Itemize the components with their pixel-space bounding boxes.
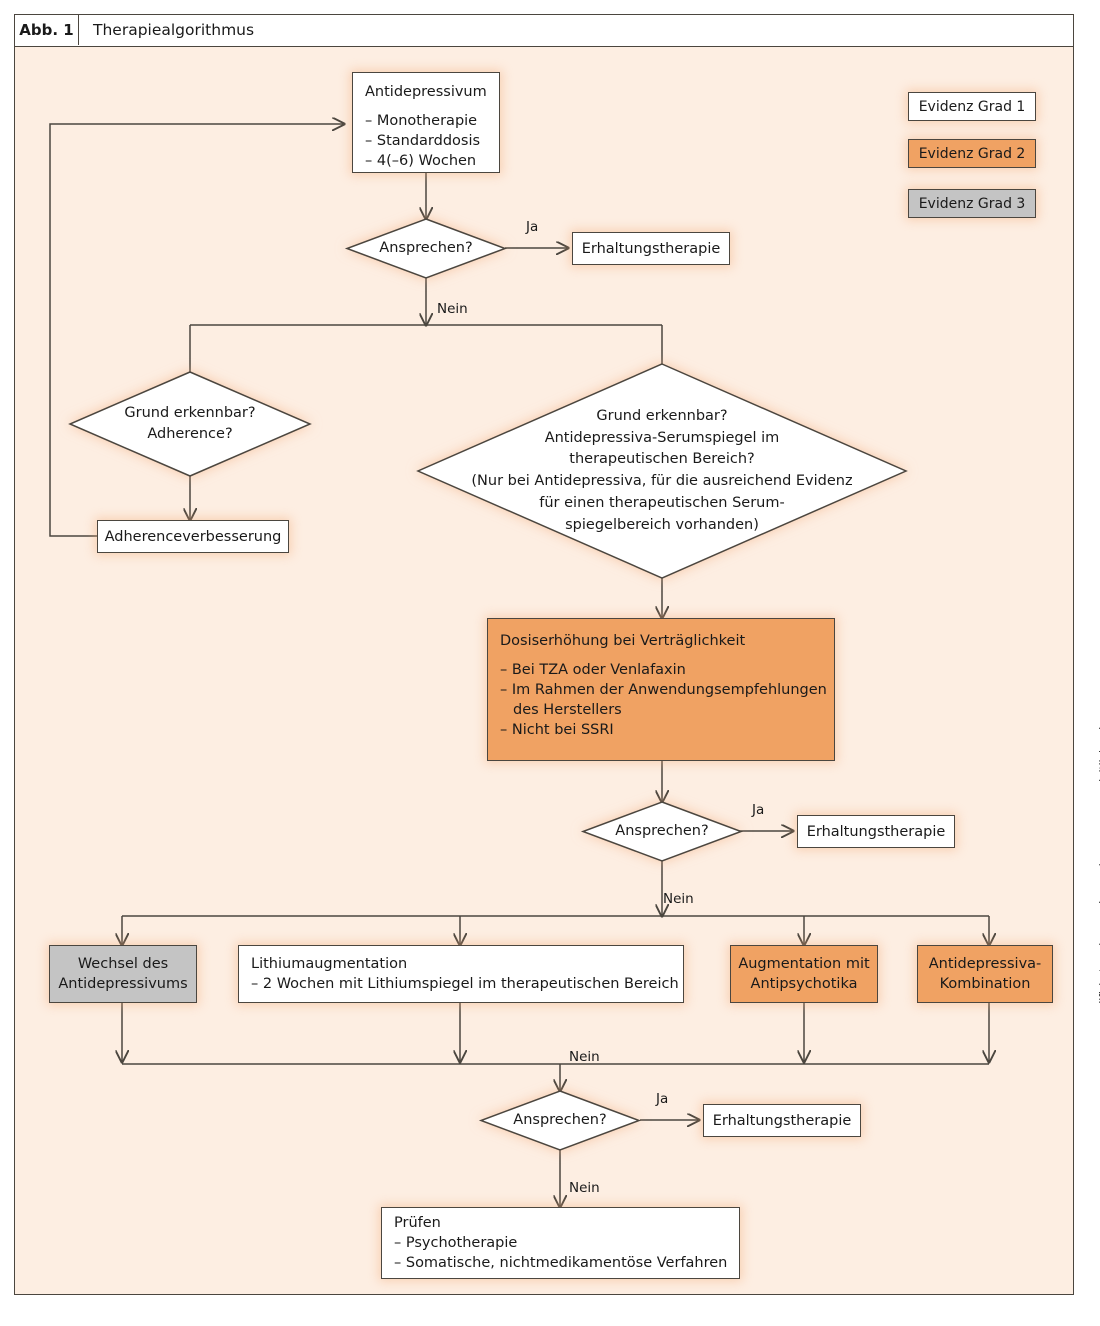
node-label-line: Antipsychotika xyxy=(750,976,858,992)
decision-label-line: Adherence? xyxy=(147,426,233,442)
decision-ansprechen-2: Ansprechen? xyxy=(580,801,744,862)
node-bullet: – 2 Wochen mit Lithiumspiegel im therape… xyxy=(251,976,679,992)
node-bullet-cont: des Herstellers xyxy=(513,702,622,718)
decision-ansprechen-3: Ansprechen? xyxy=(478,1090,642,1151)
node-bullet: – Im Rahmen der Anwendungsempfehlungen xyxy=(500,682,827,698)
figure-caption-bar: Abb. 1 Therapiealgorithmus xyxy=(14,14,1074,47)
node-label-line: Antidepressiva- xyxy=(928,956,1042,972)
legend-evidenz-grad-3: Evidenz Grad 3 xyxy=(908,189,1036,218)
node-head: Lithiumaugmentation xyxy=(251,956,408,972)
decision-label: Ansprechen? xyxy=(513,1111,607,1128)
legend-evidenz-grad-1: Evidenz Grad 1 xyxy=(908,92,1036,121)
edge-label-nein-3: Nein xyxy=(569,1049,600,1065)
decision-grund-serumspiegel: Grund erkennbar? Antidepressiva-Serumspi… xyxy=(416,363,908,579)
node-label-line: Augmentation mit xyxy=(738,956,870,972)
node-antidepressivum: Antidepressivum – Monotherapie – Standar… xyxy=(352,72,500,173)
decision-grund-adherence: Grund erkennbar? Adherence? xyxy=(68,371,312,477)
node-bullet: – Standarddosis xyxy=(365,133,481,149)
legend-label: Evidenz Grad 1 xyxy=(918,98,1026,115)
edge-label-nein-2: Nein xyxy=(663,891,694,907)
node-head: Dosiserhöhung bei Verträglichkeit xyxy=(500,633,746,649)
node-label-line: Wechsel des xyxy=(77,956,169,972)
node-erhaltungstherapie-1: Erhaltungstherapie xyxy=(572,232,730,265)
decision-label-line: Antidepressiva-Serumspiegel im xyxy=(544,429,780,446)
edge-label-nein-4: Nein xyxy=(569,1180,600,1196)
node-bullet: – 4(–6) Wochen xyxy=(365,153,477,169)
node-label: Erhaltungstherapie xyxy=(581,240,721,257)
decision-label-line: für einen therapeutischen Serum- xyxy=(539,494,785,511)
node-bullet: – Bei TZA oder Venlafaxin xyxy=(500,662,686,678)
node-label: Erhaltungstherapie xyxy=(712,1112,852,1129)
decision-label: Ansprechen? xyxy=(379,239,473,256)
decision-label-line: Grund erkennbar? xyxy=(124,404,256,421)
legend-label: Evidenz Grad 2 xyxy=(918,145,1026,162)
node-head: Antidepressivum xyxy=(365,84,487,100)
node-antidepressiva-kombination: Antidepressiva- Kombination xyxy=(917,945,1053,1003)
edge-label-ja-3: Ja xyxy=(656,1091,669,1107)
node-label-line: Kombination xyxy=(939,976,1031,992)
decision-ansprechen-1: Ansprechen? xyxy=(344,218,508,279)
edge-label-ja-1: Ja xyxy=(526,219,539,235)
node-lithiumaugmentation: Lithiumaugmentation – 2 Wochen mit Lithi… xyxy=(238,945,684,1003)
node-wechsel-antidepressivum: Wechsel des Antidepressivums xyxy=(49,945,197,1003)
decision-label: Ansprechen? xyxy=(615,822,709,839)
node-erhaltungstherapie-3: Erhaltungstherapie xyxy=(703,1104,861,1137)
node-label-line: Antidepressivums xyxy=(58,976,188,992)
node-dosiserhoehung: Dosiserhöhung bei Verträglichkeit – Bei … xyxy=(487,618,835,761)
node-bullet: – Monotherapie xyxy=(365,113,478,129)
decision-label-line: (Nur bei Antidepressiva, für die ausreic… xyxy=(471,473,853,489)
decision-label-line: therapeutischen Bereich? xyxy=(569,451,755,468)
node-adherenceverbesserung: Adherenceverbesserung xyxy=(97,520,289,553)
node-head: Prüfen xyxy=(394,1215,441,1231)
node-erhaltungstherapie-2: Erhaltungstherapie xyxy=(797,815,955,848)
legend-evidenz-grad-2: Evidenz Grad 2 xyxy=(908,139,1036,168)
node-augmentation-antipsychotika: Augmentation mit Antipsychotika xyxy=(730,945,878,1003)
decision-label-line: spiegelbereich vorhanden) xyxy=(565,516,759,533)
node-bullet: – Psychotherapie xyxy=(394,1235,518,1251)
figure-title: Therapiealgorithmus xyxy=(93,21,255,39)
node-label: Adherenceverbesserung xyxy=(104,528,282,545)
node-bullet: – Nicht bei SSRI xyxy=(500,722,614,738)
node-pruefen: Prüfen – Psychotherapie – Somatische, ni… xyxy=(381,1207,740,1279)
edge-label-nein-1: Nein xyxy=(437,301,468,317)
edge-label-ja-2: Ja xyxy=(752,802,765,818)
figure-number: Abb. 1 xyxy=(15,15,79,45)
legend-label: Evidenz Grad 3 xyxy=(918,195,1026,212)
decision-label-line: Grund erkennbar? xyxy=(596,407,728,424)
node-bullet: – Somatische, nichtmedikamentöse Verfahr… xyxy=(394,1255,728,1271)
node-label: Erhaltungstherapie xyxy=(806,823,946,840)
